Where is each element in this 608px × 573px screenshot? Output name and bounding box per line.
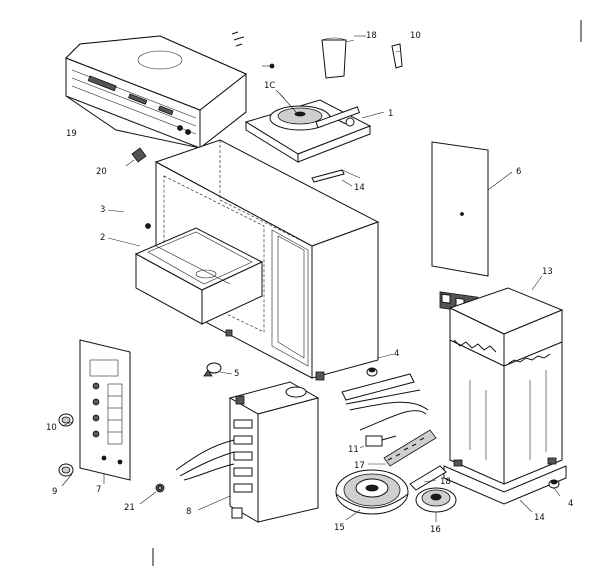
callout-21: 21 [124, 503, 135, 513]
callout-14: 14 [354, 183, 365, 193]
callout-3: 3 [100, 205, 105, 215]
part-10-clip [391, 43, 403, 69]
callout-4-foot: 4 [568, 499, 573, 509]
callout-1: 1 [388, 109, 393, 119]
callout-17: 17 [354, 461, 365, 471]
part-1-turntable [244, 93, 372, 163]
callout-8: 8 [186, 507, 191, 517]
callout-14-base: 14 [534, 513, 545, 523]
part-4-foot-upper [366, 367, 378, 377]
part-4-foot-lower [548, 479, 560, 489]
part-18-bag [321, 37, 355, 79]
callout-13: 13 [542, 267, 553, 277]
callout-16: 16 [430, 525, 441, 535]
callout-18: 18 [366, 31, 377, 41]
part-16-tweeter [415, 487, 457, 513]
part-20-fitting [125, 147, 147, 167]
part-2-drawer [134, 223, 264, 325]
callout-10: 10 [410, 31, 421, 41]
part-6-rear-panel [431, 141, 489, 314]
callout-4: 4 [394, 349, 399, 359]
part-14-tool [311, 169, 361, 183]
callout-9: 9 [52, 487, 57, 497]
callout-labels: 18 10 1C 1 19 20 14 6 3 2 13 4 5 10 11 1… [46, 31, 573, 535]
part-5-knob [203, 362, 222, 377]
part-8-circuit-block [175, 381, 320, 523]
part-cable-assembly [341, 373, 447, 491]
part-21-connector [155, 483, 165, 493]
leader-lines [61, 35, 561, 522]
callout-18-plug: 18 [440, 477, 451, 487]
callout-15: 15 [334, 523, 345, 533]
callout-11: 11 [348, 445, 359, 455]
part-13-speaker-cabinet [443, 287, 567, 505]
callout-1c: 1C [264, 81, 275, 91]
callout-19: 19 [66, 129, 77, 139]
part-7-control-panel [79, 339, 131, 481]
callout-7: 7 [96, 485, 101, 495]
callout-6: 6 [516, 167, 521, 177]
callout-20: 20 [96, 167, 107, 177]
part-9-knob [58, 463, 74, 477]
part-19-receiver [65, 31, 275, 160]
callout-10-knob: 10 [46, 423, 57, 433]
callout-5: 5 [234, 369, 239, 379]
part-15-woofer [335, 469, 409, 515]
callout-2: 2 [100, 233, 105, 243]
